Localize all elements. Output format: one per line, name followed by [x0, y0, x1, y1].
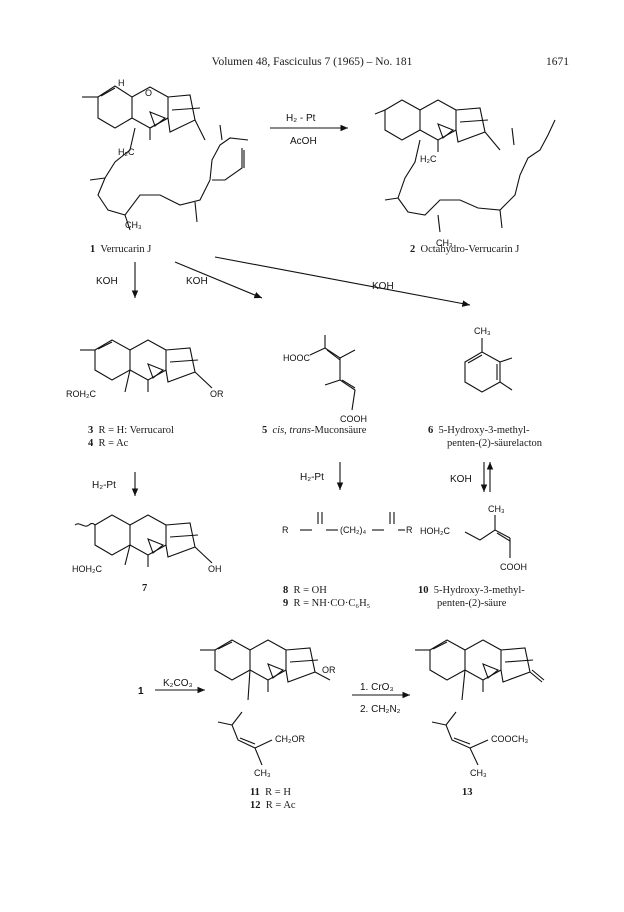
reagent-h2pt-mid: H₂-Pt — [300, 472, 324, 483]
arrow-koh-3 — [214, 256, 471, 307]
compound-number: 13 — [462, 787, 473, 798]
atom-ch2-4: (CH₂)₄ — [340, 525, 366, 535]
reagent-step1: 1. CrO₃ — [360, 682, 394, 693]
compound-number: 10 — [418, 585, 429, 596]
caption-compound-3-4: 3 R = H: Verrucarol 4 R = Ac — [88, 424, 174, 450]
compound-caption: R = Ac — [265, 800, 296, 811]
compound-caption-line2: penten-(2)-säurelacton — [447, 438, 543, 449]
start-compound-number: 1 — [138, 686, 144, 697]
reagent-koh-1: KOH — [96, 276, 118, 287]
compound-number: 9 — [283, 598, 289, 609]
arrow-koh-2 — [174, 261, 263, 299]
caption-compound-1: 1 Verrucarin J — [90, 243, 151, 256]
atom-ch3-2: CH₃ — [436, 238, 453, 248]
compound-7-structure — [74, 514, 213, 567]
atom-or-3: OR — [210, 389, 224, 399]
compound-caption: -Muconsäure — [311, 425, 367, 436]
compound-caption: 5-Hydroxy-3-methyl- — [438, 425, 530, 436]
atom-ch3-1: CH₃ — [125, 220, 142, 230]
atom-roh2c: ROH₂C — [66, 389, 96, 399]
atom-cooh-10: COOH — [500, 562, 527, 572]
compound-number: 8 — [283, 585, 289, 596]
atom-ch3-11: CH₃ — [254, 768, 271, 778]
compound-number: 11 — [250, 787, 260, 798]
caption-compound-6: 6 5-Hydroxy-3-methyl- penten-(2)-säurela… — [428, 424, 542, 450]
compound-5-structure — [309, 335, 356, 411]
atom-h-1: H — [118, 78, 125, 88]
atom-hooc: HOOC — [283, 353, 311, 363]
reagent-koh-2: KOH — [186, 276, 208, 287]
atom-ch3-13: CH₃ — [470, 768, 487, 778]
compound-number: 3 — [88, 425, 94, 436]
compound-caption: R = NH·CO·C₆H₅ — [293, 598, 371, 609]
compound-caption-italic: cis, trans — [272, 425, 312, 436]
reagent-step2: 2. CH₂N₂ — [360, 704, 401, 715]
compound-caption: R = H: Verrucarol — [98, 425, 174, 436]
atom-ch3-6: CH₃ — [474, 326, 491, 336]
compound-caption: Verrucarin J — [100, 244, 152, 255]
reagent-koh-3: KOH — [372, 281, 394, 292]
reagent-h2pt-top: H₂ - Pt — [286, 113, 316, 124]
caption-compound-11-12: 11 R = H 12 R = Ac — [250, 786, 296, 812]
caption-compound-13: 13 — [462, 786, 473, 799]
caption-compound-10: 10 5-Hydroxy-3-methyl- penten-(2)-säure — [418, 584, 525, 610]
atom-hoh2c-10: HOH₂C — [420, 526, 450, 536]
reagent-h2pt-left: H₂-Pt — [92, 480, 116, 491]
caption-compound-5: 5 cis, trans-Muconsäure — [262, 424, 366, 437]
atom-cooch3-13: COOCH₃ — [491, 734, 528, 744]
atom-oh-7: OH — [208, 564, 222, 574]
compound-2-structure — [374, 99, 556, 233]
compound-caption: Octahydro-Verrucarin J — [420, 244, 520, 255]
compound-number: 5 — [262, 425, 268, 436]
reagent-k2co3: K₂CO₃ — [163, 678, 193, 689]
reagent-acoh: AcOH — [290, 136, 317, 147]
reagent-koh-right: KOH — [450, 474, 472, 485]
atom-o-1: O — [145, 88, 152, 98]
compound-caption-line2: penten-(2)-säure — [437, 598, 507, 609]
compound-caption: R = Ac — [98, 438, 129, 449]
atom-r-8a: R — [282, 525, 289, 535]
caption-compound-8-9: 8 R = OH 9 R = NH·CO·C₆H₅ — [283, 584, 370, 610]
compound-number: 6 — [428, 425, 434, 436]
compound-10-structure — [464, 515, 511, 558]
compound-caption: R = OH — [293, 585, 327, 596]
compound-13-structure — [415, 639, 545, 766]
page-number: 1671 — [546, 56, 569, 68]
compound-number: 1 — [90, 244, 96, 255]
atom-hoh2c-7: HOH₂C — [72, 564, 102, 574]
atom-or-11: OR — [322, 665, 336, 675]
compound-number: 7 — [142, 583, 148, 594]
compound-caption: 5-Hydroxy-3-methyl- — [433, 585, 525, 596]
running-head: Volumen 48, Fasciculus 7 (1965) – No. 18… — [211, 56, 413, 68]
compound-caption: R = H — [265, 787, 291, 798]
atom-r-8b: R — [406, 525, 413, 535]
atom-h2c-1: H₂C — [118, 147, 135, 157]
atom-h2c-2: H₂C — [420, 154, 437, 164]
compound-3-structure — [80, 339, 213, 393]
caption-compound-7: 7 — [142, 582, 147, 595]
compound-8-structure — [300, 512, 405, 531]
compound-number: 12 — [250, 800, 261, 811]
compound-1-structure — [82, 85, 249, 231]
atom-ch2or-11: CH₂OR — [275, 734, 305, 744]
compound-11-structure — [200, 639, 331, 766]
compound-6-structure — [464, 338, 513, 393]
atom-cooh-5: COOH — [340, 414, 367, 424]
caption-compound-2: 2 Octahydro-Verrucarin J — [410, 243, 519, 256]
compound-number: 4 — [88, 438, 94, 449]
atom-ch3-10: CH₃ — [488, 504, 505, 514]
compound-number: 2 — [410, 244, 416, 255]
